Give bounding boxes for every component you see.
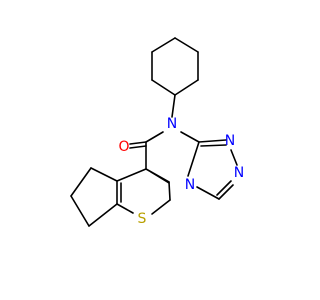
bond xyxy=(171,94,176,118)
thiophene-ring xyxy=(116,168,171,215)
bond xyxy=(90,167,118,182)
nitrogen-atom-label: N xyxy=(225,133,235,149)
bond xyxy=(230,149,238,166)
structure-drawing: O N N N N S xyxy=(70,37,244,227)
bond xyxy=(70,167,92,197)
oxygen-atom-label: O xyxy=(118,139,129,155)
bond xyxy=(218,184,234,200)
bond xyxy=(70,195,90,227)
bond xyxy=(200,144,227,147)
bond xyxy=(151,199,171,215)
nitrogen-atom-label: N xyxy=(167,116,177,132)
bond xyxy=(88,203,118,227)
molecule-canvas: O N N N N S xyxy=(70,37,245,227)
bond xyxy=(116,168,147,182)
bond xyxy=(196,186,220,200)
bond xyxy=(180,131,200,143)
bond xyxy=(151,37,176,53)
bond xyxy=(174,79,199,96)
bond xyxy=(151,79,176,96)
bond xyxy=(216,180,232,196)
bond xyxy=(129,145,147,149)
nitrogen-atom-label: N xyxy=(234,165,244,181)
bond xyxy=(129,141,147,145)
bond xyxy=(168,181,171,201)
nitrogen-atom-label: N xyxy=(185,177,195,193)
bond xyxy=(187,141,200,177)
bond xyxy=(145,131,164,143)
sulfur-atom-label: S xyxy=(138,211,147,227)
bond xyxy=(150,171,170,184)
bond xyxy=(116,203,134,214)
triazole-ring xyxy=(196,139,238,200)
bond xyxy=(174,37,199,53)
bond xyxy=(198,139,227,143)
cyclohexyl-ring xyxy=(151,37,199,96)
cyclopentane-ring xyxy=(70,167,118,227)
